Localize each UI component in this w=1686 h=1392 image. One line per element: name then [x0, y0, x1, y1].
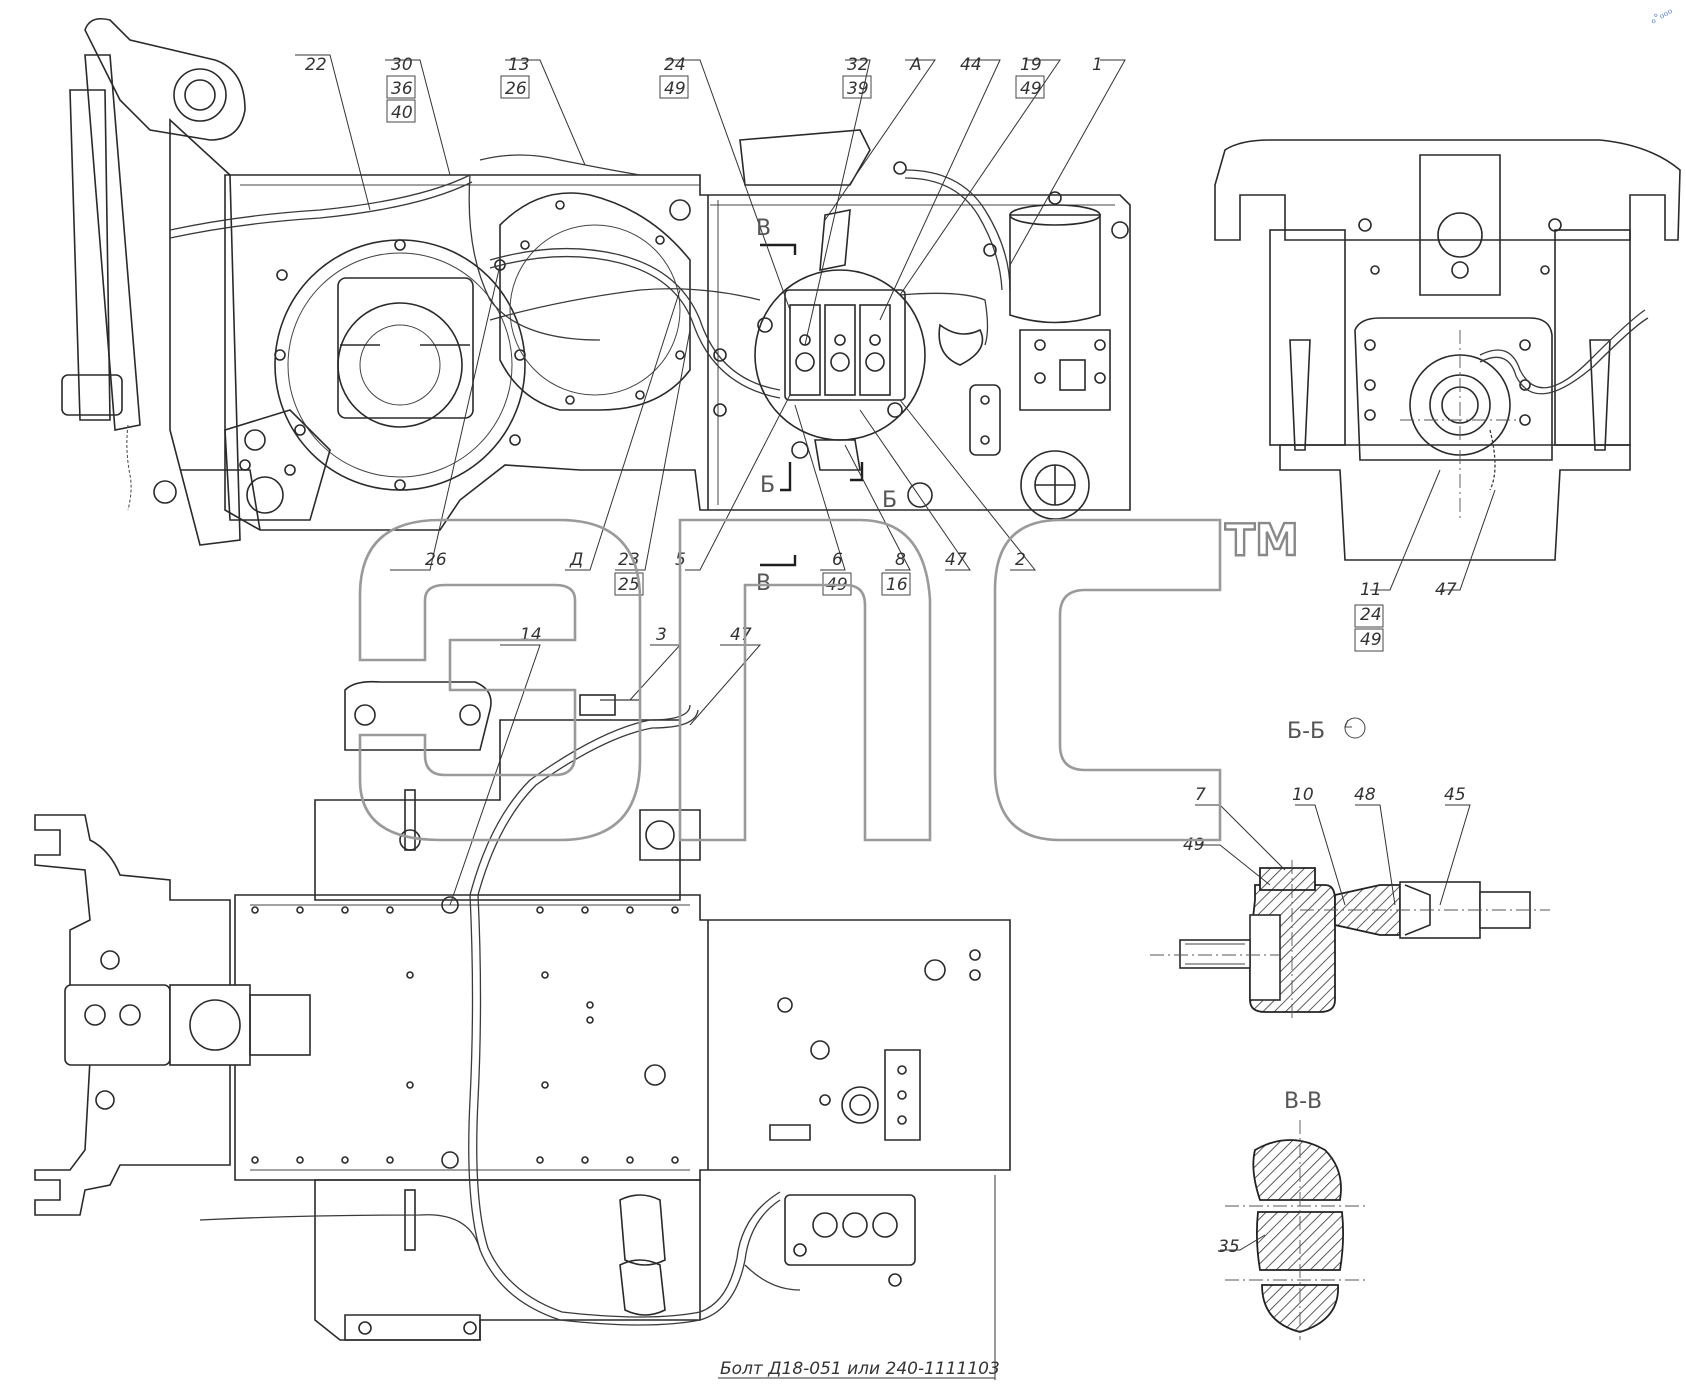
label-40: 40 [391, 103, 413, 123]
section-bb-title: Б-Б [1287, 719, 1325, 744]
label-48: 48 [1354, 785, 1376, 805]
label-26-top: 26 [505, 79, 527, 99]
label-26-bottom: 26 [425, 550, 447, 570]
section-mark-b-left: Б [760, 473, 775, 498]
label-39: 39 [847, 79, 869, 99]
corner-mark: ℴ°ℴℴℴ [1649, 5, 1675, 26]
section-bb [1150, 717, 1550, 1020]
label-44: 44 [960, 55, 982, 75]
label-2: 2 [1015, 550, 1026, 570]
top-view [61, 17, 1131, 567]
label-45: 45 [1444, 785, 1466, 805]
section-vv-title: В-В [1284, 1089, 1322, 1114]
label-A: А [909, 55, 922, 75]
label-47-rear: 47 [1435, 580, 1457, 600]
top-view-labels: 22 30 36 40 13 26 24 49 32 39 А 44 19 49… [305, 55, 1103, 596]
label-13: 13 [508, 55, 530, 75]
label-35: 35 [1218, 1237, 1240, 1257]
label-10: 10 [1292, 785, 1314, 805]
label-49-a: 49 [664, 79, 686, 99]
label-24: 24 [664, 55, 686, 75]
label-32: 32 [847, 55, 869, 75]
label-14: 14 [520, 625, 542, 645]
label-47-bottom: 47 [730, 625, 752, 645]
label-D: Д [569, 550, 583, 570]
section-vv [1220, 1120, 1365, 1340]
bottom-view [34, 644, 1011, 1380]
rear-view [1214, 139, 1681, 591]
label-6: 6 [832, 550, 843, 570]
label-49-rear: 49 [1360, 630, 1382, 650]
label-30: 30 [391, 55, 413, 75]
label-3: 3 [656, 625, 667, 645]
section-mark-b-right: Б [882, 488, 897, 513]
bolt-note: Болт Д18-051 или 240-1111103 [720, 1359, 1000, 1379]
label-24-rear: 24 [1360, 605, 1382, 625]
label-49-bb: 49 [1183, 835, 1205, 855]
rear-view-labels: 11 24 49 47 [1360, 580, 1457, 650]
watermark-logo: TM [358, 514, 1300, 842]
section-mark-v-top: В [756, 216, 771, 241]
section-vv-labels: В-В 35 [1218, 1089, 1322, 1257]
label-25: 25 [618, 575, 640, 595]
label-49-b: 49 [1020, 79, 1042, 99]
section-mark-v-bottom: В [756, 571, 771, 596]
label-22: 22 [305, 55, 327, 75]
label-11: 11 [1360, 580, 1382, 600]
top-view-leaders [295, 54, 1126, 571]
label-19: 19 [1020, 55, 1042, 75]
label-7: 7 [1195, 785, 1206, 805]
label-8: 8 [895, 550, 906, 570]
label-16: 16 [886, 575, 908, 595]
label-36: 36 [391, 79, 413, 99]
label-47-top: 47 [945, 550, 967, 570]
label-1: 1 [1092, 55, 1103, 75]
section-bb-labels: Б-Б 49 7 10 48 45 [1183, 719, 1466, 855]
watermark-trademark: TM [1225, 515, 1299, 566]
